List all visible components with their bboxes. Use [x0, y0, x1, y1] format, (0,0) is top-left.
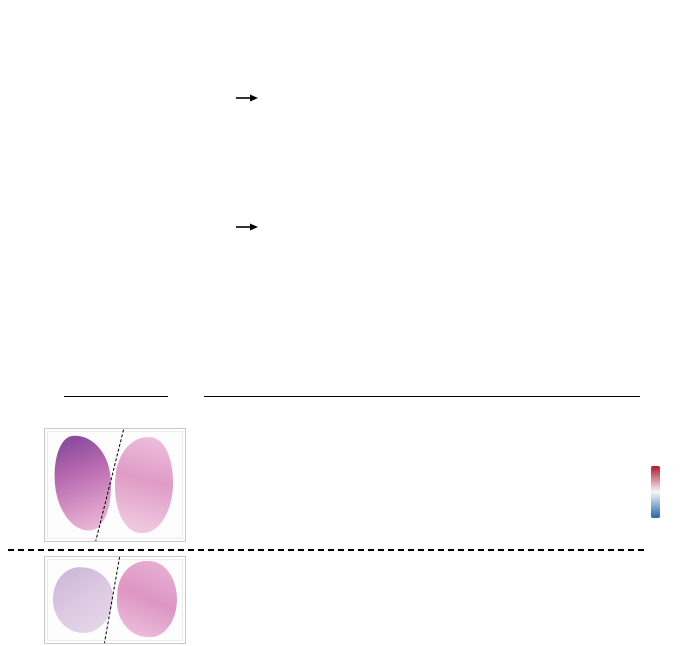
he-recurrent-para-tissue	[115, 559, 179, 639]
gsva-title	[253, 5, 468, 18]
huashan-scatter-svg	[483, 188, 683, 370]
he-primary-para-tissue	[111, 435, 177, 535]
primary-recurrent-divider	[8, 549, 644, 551]
he-primary-tumor-tissue	[50, 432, 116, 534]
tam-boxplot-svg	[8, 6, 248, 366]
gsva-bars-svg	[253, 24, 468, 372]
panel-d-scatter	[483, 188, 683, 370]
row-label-recurrent	[11, 560, 25, 646]
he-image-primary	[44, 428, 186, 542]
panel-b-bars	[253, 24, 468, 372]
row-label-primary	[11, 443, 25, 533]
panel-a-boxplot	[8, 6, 248, 366]
go-dotplot-svg	[468, 2, 680, 188]
he-header-underline	[64, 396, 168, 397]
he-recurrent-tumor-tissue	[50, 564, 116, 636]
he-image-recurrent	[44, 556, 186, 644]
panel-c-dotplot	[468, 2, 680, 188]
quantile-color-legend	[651, 466, 660, 518]
signature-scores-underline	[204, 396, 640, 397]
